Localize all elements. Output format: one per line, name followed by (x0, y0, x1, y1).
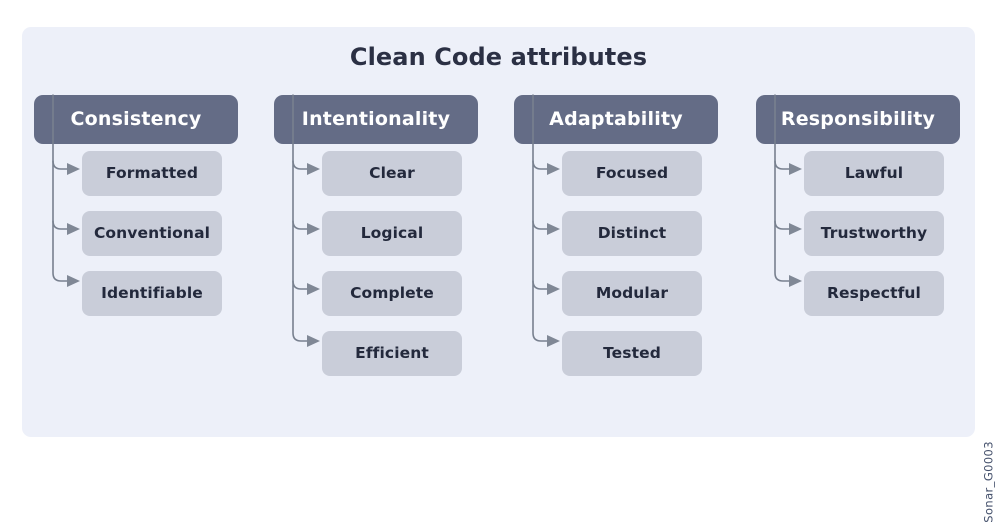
attribute-box[interactable]: Distinct (562, 211, 702, 256)
attribute-label: Modular (595, 283, 669, 302)
attribute-box[interactable]: Focused (562, 151, 702, 196)
column-header-label: Consistency (70, 108, 202, 130)
column-header-adaptability[interactable]: Adaptability (514, 95, 718, 144)
attribute-box[interactable]: Identifiable (82, 271, 222, 316)
attribute-label: Efficient (355, 343, 429, 362)
diagram-canvas: Clean Code attributes Consistency Format… (22, 27, 996, 523)
list-item: Distinct (514, 204, 718, 264)
column-header-consistency[interactable]: Consistency (34, 95, 238, 144)
list-item: Identifiable (34, 264, 238, 324)
attribute-column-consistency: Consistency Formatted Conventional (34, 94, 238, 324)
attribute-list-adaptability: Focused Distinct Modular Tested (514, 144, 718, 384)
attribute-label: Respectful (827, 283, 921, 302)
page-title: Clean Code attributes (349, 43, 648, 71)
attribute-column-adaptability: Adaptability Focused (514, 94, 718, 384)
list-item: Lawful (756, 144, 960, 204)
column-header-intentionality[interactable]: Intentionality (274, 95, 478, 144)
attribute-label: Identifiable (101, 283, 203, 302)
attribute-box[interactable]: Tested (562, 331, 702, 376)
attribute-label: Distinct (597, 223, 667, 242)
attribute-label: Focused (595, 163, 669, 182)
list-item: Modular (514, 264, 718, 324)
attribute-box[interactable]: Efficient (322, 331, 462, 376)
watermark-label: Sonar_G0003 (982, 441, 996, 523)
attribute-label: Trustworthy (820, 223, 928, 242)
diagram-card: Clean Code attributes Consistency Format… (22, 27, 975, 437)
column-header-label: Intentionality (301, 108, 451, 130)
column-header-label: Adaptability (549, 108, 683, 130)
attribute-box[interactable]: Conventional (82, 211, 222, 256)
column-header-label: Responsibility (780, 108, 936, 130)
attribute-box[interactable]: Logical (322, 211, 462, 256)
attribute-box[interactable]: Clear (322, 151, 462, 196)
attribute-label: Lawful (844, 163, 904, 182)
attribute-box[interactable]: Formatted (82, 151, 222, 196)
list-item: Complete (274, 264, 478, 324)
list-item: Trustworthy (756, 204, 960, 264)
attribute-label: Logical (360, 223, 424, 242)
attribute-label: Clear (369, 163, 415, 182)
attribute-list-intentionality: Clear Logical Complete Efficient (274, 144, 478, 384)
attribute-box[interactable]: Complete (322, 271, 462, 316)
list-item: Tested (514, 324, 718, 384)
attribute-column-responsibility: Responsibility Lawful Trustworthy (756, 94, 960, 324)
column-header-responsibility[interactable]: Responsibility (756, 95, 960, 144)
list-item: Focused (514, 144, 718, 204)
attribute-list-responsibility: Lawful Trustworthy Respectful (756, 144, 960, 324)
attribute-label: Formatted (105, 163, 199, 182)
list-item: Conventional (34, 204, 238, 264)
attribute-box[interactable]: Trustworthy (804, 211, 944, 256)
list-item: Efficient (274, 324, 478, 384)
attribute-list-consistency: Formatted Conventional Identifiable (34, 144, 238, 324)
attribute-box[interactable]: Lawful (804, 151, 944, 196)
list-item: Formatted (34, 144, 238, 204)
list-item: Logical (274, 204, 478, 264)
list-item: Clear (274, 144, 478, 204)
attribute-label: Complete (350, 283, 434, 302)
list-item: Respectful (756, 264, 960, 324)
attribute-label: Conventional (93, 223, 211, 242)
attribute-box[interactable]: Modular (562, 271, 702, 316)
attribute-column-intentionality: Intentionality Clear (274, 94, 478, 384)
attribute-label: Tested (603, 343, 661, 362)
attribute-box[interactable]: Respectful (804, 271, 944, 316)
